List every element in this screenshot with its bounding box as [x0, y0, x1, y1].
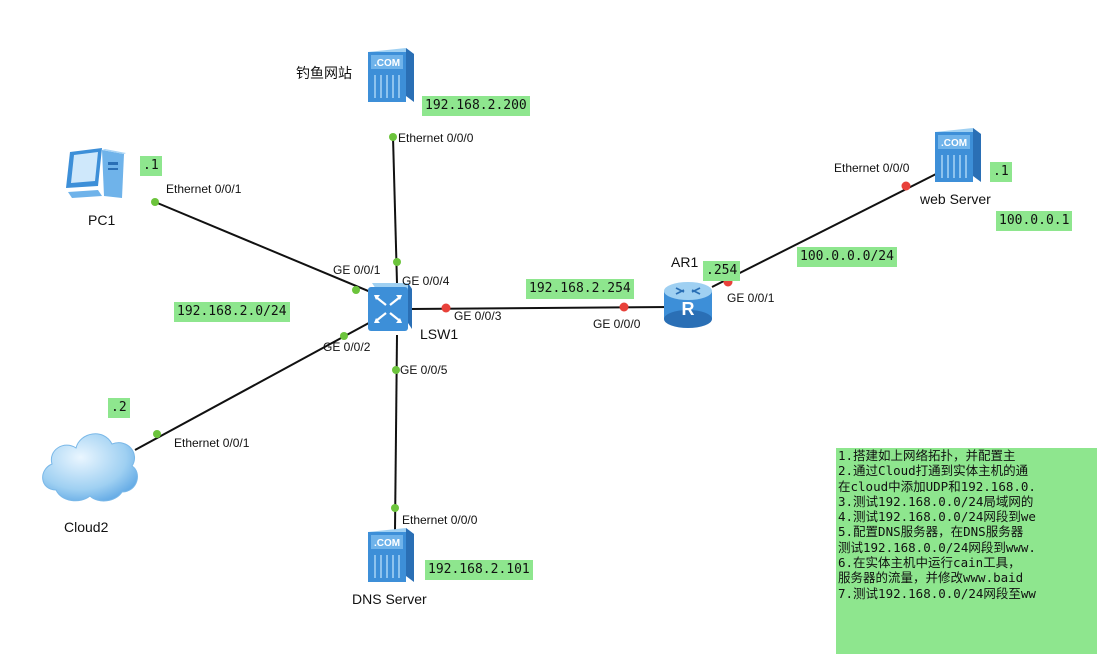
fish-site-server-icon[interactable]: .COM — [366, 46, 416, 106]
note-line: 3.测试192.168.0.0/24局域网的 — [838, 493, 1034, 509]
note-line: 服务器的流量，并修改www.baid — [838, 570, 1024, 586]
addr-fish-site: 192.168.2.200 — [422, 96, 530, 116]
port-label-lsw-ge4: GE 0/0/4 — [402, 274, 450, 288]
lsw1-label: LSW1 — [420, 326, 459, 342]
addr-cloud2: .2 — [108, 398, 130, 418]
port-label-pc1-eth: Ethernet 0/0/1 — [166, 182, 242, 196]
port-label-ar-ge1: GE 0/0/1 — [727, 291, 775, 305]
cloud2-label: Cloud2 — [64, 519, 109, 535]
port-dot-pc1-eth — [151, 198, 159, 206]
note-line: 在cloud中添加UDP和192.168.0. — [838, 478, 1036, 494]
com-text: .COM — [374, 538, 400, 549]
svg-text:R: R — [682, 299, 695, 319]
note-line: 1.搭建如上网络拓扑，并配置主 — [838, 448, 1016, 463]
addr-web-short: .1 — [990, 162, 1012, 182]
port-dot-lsw-ge3 — [441, 303, 451, 313]
note-line: 6.在实体主机中运行cain工具， — [838, 555, 1021, 571]
addr-dns-server: 192.168.2.101 — [425, 560, 533, 580]
port-label-ar-ge0: GE 0/0/0 — [593, 317, 641, 331]
note-line: 4.测试192.168.0.0/24网段到we — [838, 509, 1036, 525]
pc-icon[interactable] — [64, 146, 136, 206]
port-label-web-eth: Ethernet 0/0/0 — [834, 161, 910, 175]
port-dot-lsw-ge5 — [392, 366, 400, 374]
note-line: 7.测试192.168.0.0/24网段至ww — [838, 585, 1036, 601]
com-text: .COM — [941, 138, 967, 149]
port-label-lsw-ge2: GE 0/0/2 — [323, 340, 371, 354]
router-icon[interactable]: R — [660, 277, 716, 331]
port-dot-web-eth — [901, 181, 911, 191]
addr-ar-wan: .254 — [703, 261, 741, 281]
port-label-lsw-ge3: GE 0/0/3 — [454, 309, 502, 323]
addr-pc1: .1 — [140, 156, 162, 176]
port-dot-lsw-ge2 — [340, 332, 348, 340]
com-text: .COM — [374, 58, 400, 69]
port-indicators — [151, 133, 911, 512]
cloud-icon[interactable] — [36, 420, 142, 506]
web-server-label: web Server — [920, 191, 991, 207]
switch-icon[interactable] — [364, 281, 414, 335]
ar1-label: AR1 — [671, 254, 699, 270]
port-label-lsw-ge5: GE 0/0/5 — [400, 363, 448, 377]
link-lsw1-dnsserver[interactable] — [394, 334, 398, 531]
note-line: 测试192.168.0.0/24网段到www. — [838, 539, 1036, 555]
port-dot-fish-eth — [389, 133, 397, 141]
port-label-dns-eth: Ethernet 0/0/0 — [402, 513, 478, 527]
dns-server-icon[interactable]: .COM — [366, 526, 416, 586]
note-line: 5.配置DNS服务器，在DNS服务器 — [838, 524, 1024, 540]
link-cloud2-lsw1[interactable] — [134, 317, 379, 451]
addr-ar-lan: 192.168.2.254 — [526, 279, 634, 299]
note-line: 2.通过Cloud打通到实体主机的通 — [838, 463, 1029, 479]
port-label-cloud-eth: Ethernet 0/0/1 — [174, 436, 250, 450]
port-dot-ar-ge0 — [619, 302, 629, 312]
dns-server-label: DNS Server — [352, 591, 427, 607]
port-dot-dns-eth — [391, 504, 399, 512]
fish-site-label: 钓鱼网站 — [296, 65, 352, 81]
pc1-label: PC1 — [88, 212, 116, 228]
port-dot-lsw-ge4 — [393, 258, 401, 266]
addr-lan-net: 192.168.2.0/24 — [174, 302, 290, 322]
instructions-note: 1.搭建如上网络拓扑，并配置主 2.通过Cloud打通到实体主机的通 在clou… — [836, 448, 1097, 654]
link-ar1-webserver[interactable] — [711, 171, 941, 288]
addr-web-full: 100.0.0.1 — [996, 211, 1073, 231]
port-label-fish-eth: Ethernet 0/0/0 — [398, 131, 474, 145]
web-server-icon[interactable]: .COM — [933, 126, 983, 186]
port-dot-cloud-eth — [153, 430, 161, 438]
port-label-lsw-ge1: GE 0/0/1 — [333, 263, 381, 277]
port-dot-lsw-ge1 — [352, 286, 360, 294]
addr-wan-net: 100.0.0.0/24 — [797, 247, 897, 267]
link-pc1-lsw1[interactable] — [154, 201, 386, 299]
